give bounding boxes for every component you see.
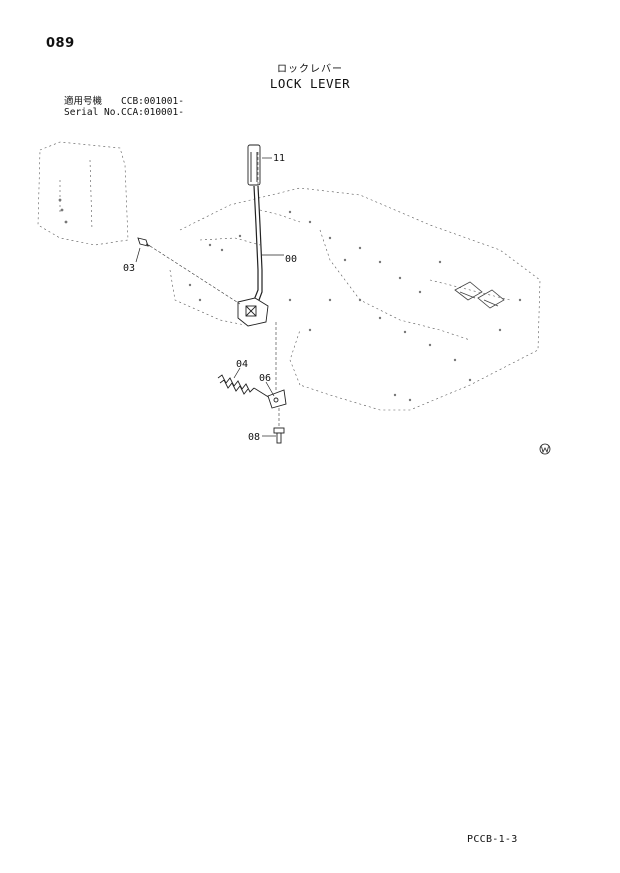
part-label-03: 03 [123, 263, 135, 274]
bolt [273, 427, 285, 444]
spring [217, 374, 271, 399]
serial-value-ccb: CCB:001001- [121, 96, 184, 107]
lever-grip [247, 144, 261, 186]
part-label-08: 08 [248, 432, 260, 443]
lever-rod [251, 185, 263, 309]
w-mark-icon [539, 443, 551, 455]
serial-row-ja: 適用号機 CCB:001001- [64, 96, 184, 107]
part-label-00: 00 [285, 254, 297, 265]
serial-value-cca: CCA:010001- [121, 107, 184, 118]
part-label-06: 06 [259, 373, 271, 384]
document-code: PCCB-1-3 [467, 834, 518, 845]
floor-detail-dots [58, 198, 522, 402]
pin [137, 237, 151, 247]
page-number: 089 [46, 36, 75, 51]
serial-label-en: Serial No. [64, 107, 122, 118]
part-label-04: 04 [236, 359, 248, 370]
part-label-11: 11 [273, 153, 285, 164]
serial-applicability: 適用号機 CCB:001001- Serial No.CCA:010001- [64, 96, 184, 118]
leader-lines [135, 157, 284, 437]
serial-label-ja: 適用号機 [64, 96, 103, 107]
cab-floor-outline [37, 141, 541, 411]
assembly-guide-lines [149, 150, 280, 428]
title-japanese: ロックレバー [277, 64, 343, 75]
lever-bracket [237, 297, 269, 327]
serial-row-en: Serial No.CCA:010001- [64, 107, 184, 118]
spring-bracket [267, 389, 287, 409]
floor-pedal-outline [454, 281, 505, 309]
title-english: LOCK LEVER [269, 76, 351, 91]
